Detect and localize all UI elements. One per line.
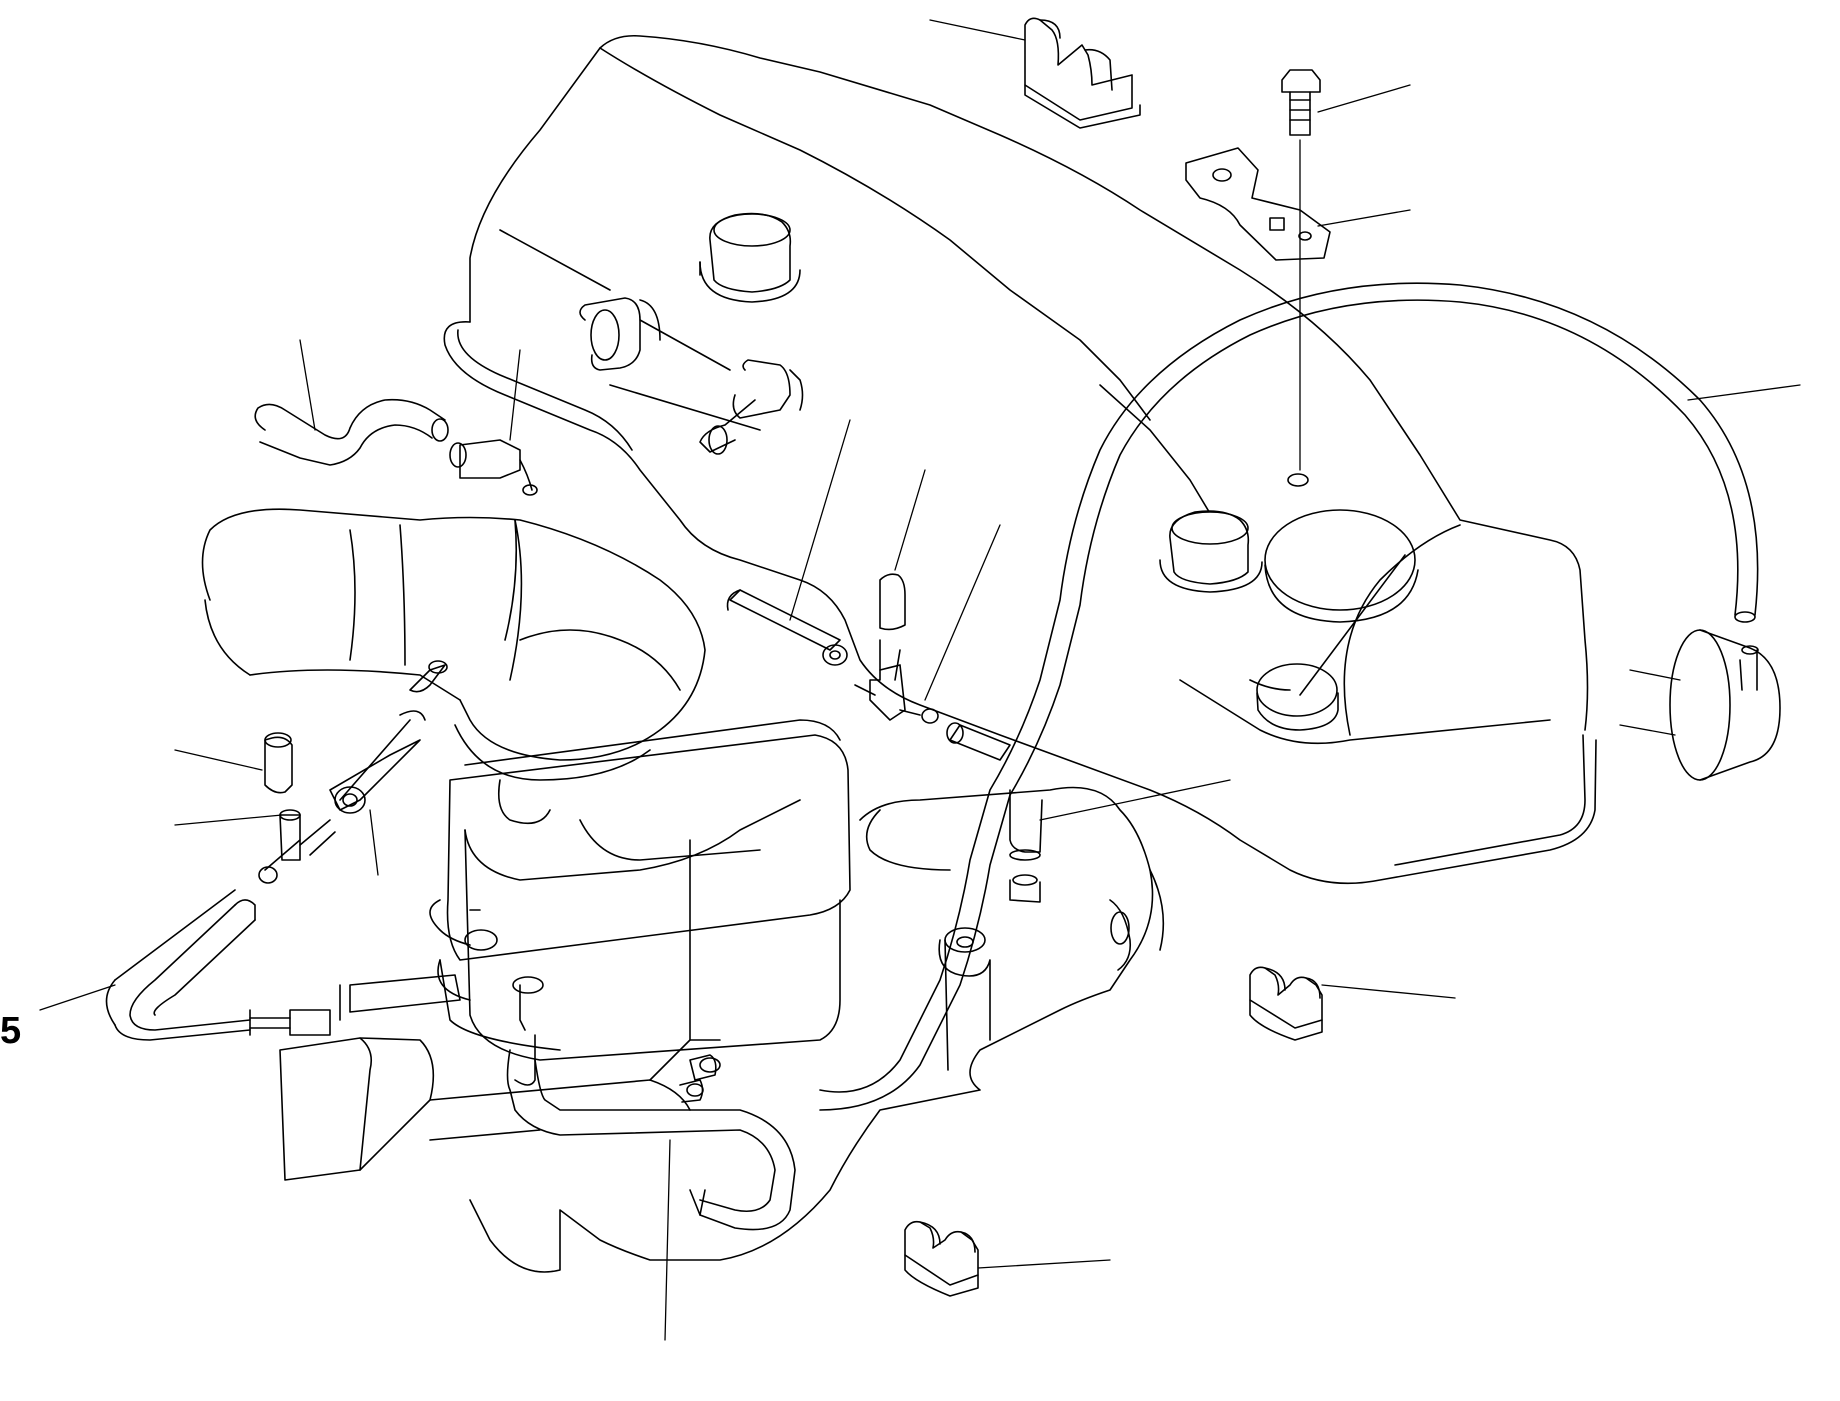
vacuum-cap xyxy=(879,573,906,631)
oil-filler-cap-rear xyxy=(1159,510,1263,593)
hose-5 xyxy=(105,889,331,1041)
elbow-fitting-2 xyxy=(699,359,804,455)
cover-plug-small xyxy=(1256,663,1339,731)
cover-plug-large xyxy=(1264,509,1419,623)
air-intake-duct xyxy=(201,508,706,825)
throttle-body xyxy=(429,719,851,1061)
hose-joint-left xyxy=(258,809,336,884)
vacuum-plug xyxy=(264,732,293,794)
oil-filler-cap-front xyxy=(699,212,801,303)
hose-connector xyxy=(409,660,448,693)
short-hose-right xyxy=(946,722,1011,761)
callout-label-5: 5 xyxy=(0,1010,22,1052)
hose-center xyxy=(726,589,848,666)
hose-to-manifold xyxy=(1009,789,1043,903)
bolt xyxy=(1281,69,1321,471)
intake-manifold xyxy=(437,786,1165,1273)
bolt-hole xyxy=(1287,473,1309,487)
vacuum-valve xyxy=(449,439,538,496)
cylinder-head-cover xyxy=(443,34,1597,885)
vacuum-canister xyxy=(1669,629,1781,781)
hose-upper-left xyxy=(254,398,449,466)
straight-hose-left xyxy=(329,710,426,814)
throttle-linkage xyxy=(279,974,721,1181)
hose-lower-center xyxy=(506,976,796,1231)
hose-clamp-bottom xyxy=(904,1220,979,1297)
leader-lines xyxy=(39,19,1801,1341)
breather-hose xyxy=(819,282,1759,1111)
t-junction xyxy=(854,639,939,724)
mounting-bracket xyxy=(1185,147,1331,261)
hose-clamp-top xyxy=(1024,17,1141,129)
hose-clamp-right xyxy=(1249,966,1323,1041)
hose-fittings-lower xyxy=(679,1054,721,1103)
elbow-fitting-1 xyxy=(579,297,661,371)
